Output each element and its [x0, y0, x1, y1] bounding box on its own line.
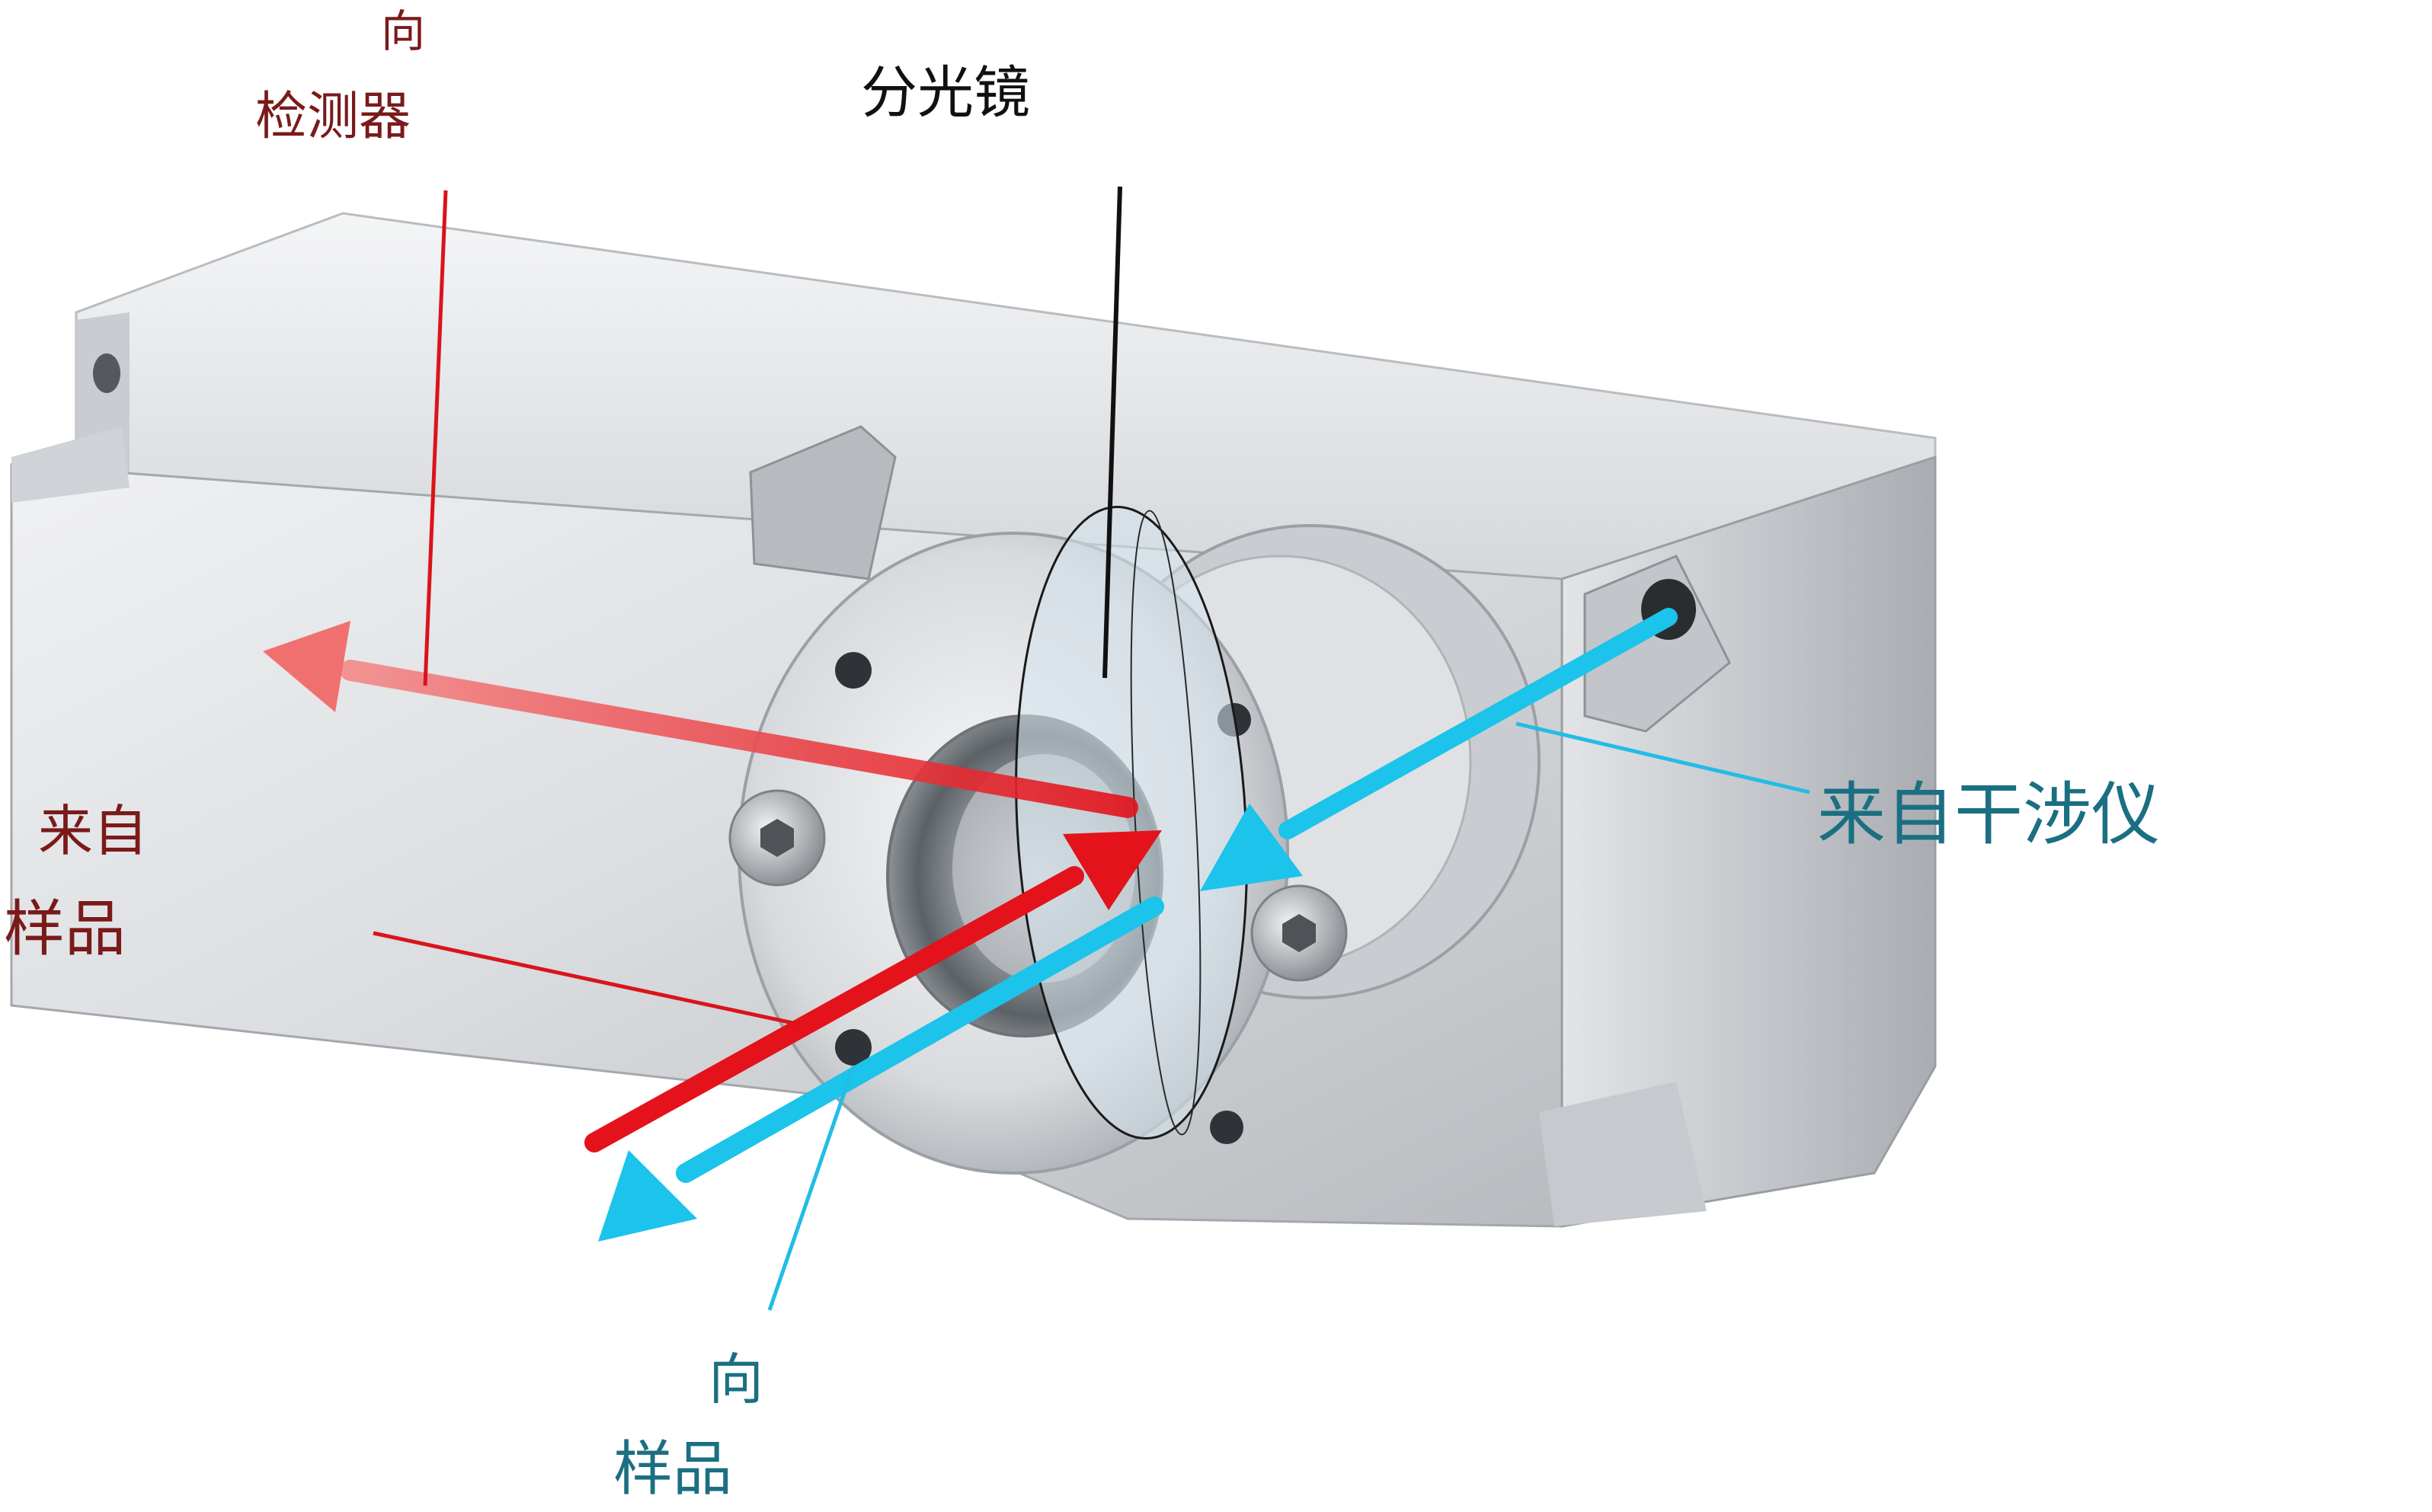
leader-to-sample: [767, 1066, 856, 1311]
cyan-beam-from-interferometer: [1200, 608, 1678, 891]
label-to-sample-line1: 向: [709, 1347, 764, 1411]
label-beamsplitter: 分光镜: [861, 60, 1030, 126]
leader-from-interferometer: [1515, 721, 1810, 794]
label-from-interferometer: 来自干涉仪: [1817, 775, 2160, 855]
cyan-beam-to-sample: [598, 897, 1164, 1242]
red-beam-to-detector: [263, 621, 1138, 818]
label-to-sample-line2: 样品: [613, 1435, 733, 1504]
label-to-detector-line2: 检测器: [255, 87, 411, 147]
red-beam-from-sample: [584, 830, 1162, 1152]
label-from-sample-line1: 来自: [38, 799, 149, 863]
leader-to-detector: [423, 190, 448, 686]
leader-beamsplitter: [1102, 186, 1122, 679]
label-to-detector-line1: 向: [381, 5, 426, 57]
leader-lines: [373, 186, 1810, 1311]
label-from-sample-line2: 样品: [4, 893, 126, 964]
leader-from-sample: [373, 931, 801, 1027]
